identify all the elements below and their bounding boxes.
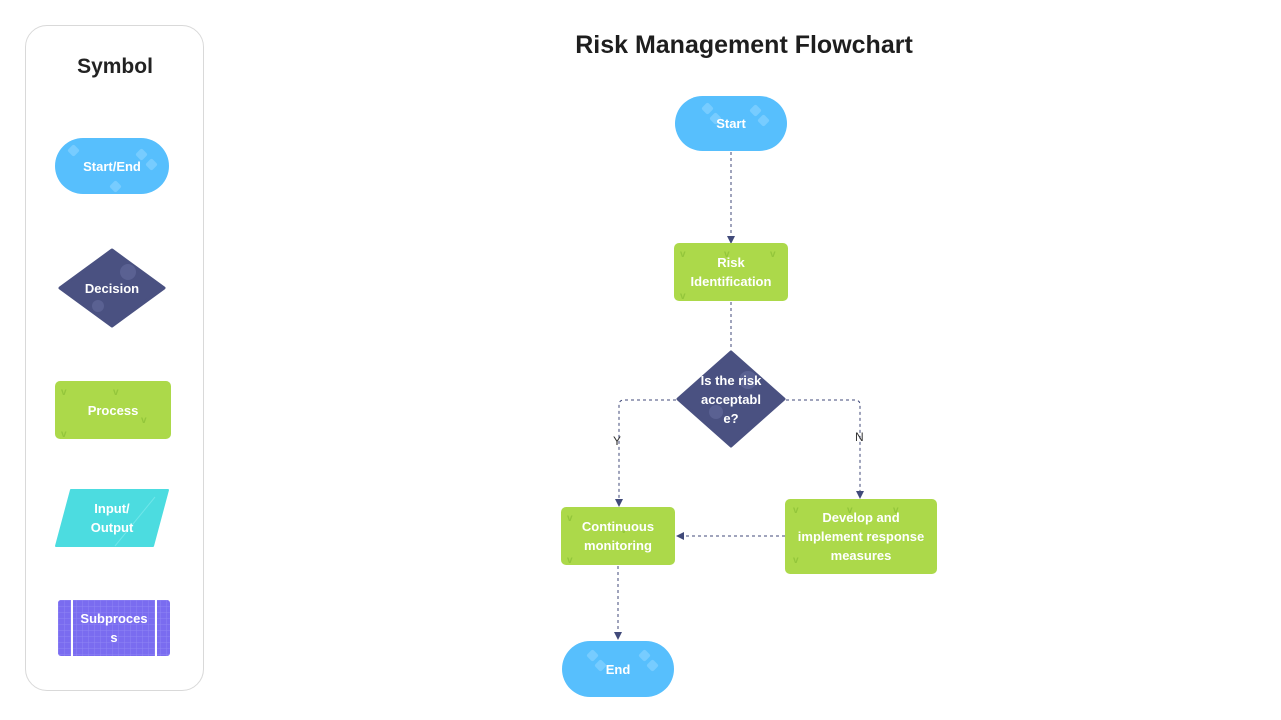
legend-decision-label: Decision (84, 280, 140, 296)
node-risk-identification-label: Risk Identification (690, 255, 772, 289)
node-end: End (562, 641, 674, 697)
legend-start-end-label: Start/End (83, 158, 141, 174)
node-start: Start (675, 96, 787, 151)
node-continuous-monitoring-label: Continuous monitoring (581, 519, 655, 553)
legend-subprocess-symbol: Subproces s (58, 600, 170, 656)
edge-decision-to-develop (786, 399, 864, 499)
legend-input-output-symbol: Input/ Output (55, 489, 169, 547)
node-decision-label: Is the risk acceptabl e? (700, 372, 762, 426)
edge-label-yes: Y (613, 434, 622, 448)
node-decision: Is the risk acceptabl e? (676, 350, 786, 448)
node-continuous-monitoring: v v v Continuous monitoring (561, 507, 675, 565)
chart-title: Risk Management Flowchart (575, 31, 913, 59)
legend-process-symbol: v v v v Process (55, 381, 171, 439)
edge-label-no: N (855, 430, 864, 444)
legend-title: Symbol (77, 55, 153, 78)
legend-panel (25, 25, 204, 691)
node-develop-measures-label: Develop and implement response measures (797, 510, 925, 563)
node-risk-identification: v v v v Risk Identification (674, 243, 788, 301)
legend-decision-symbol: Decision (58, 248, 166, 328)
legend-process-label: Process (87, 402, 139, 418)
legend-start-end-symbol: Start/End (55, 138, 169, 194)
edge-decision-to-monitoring (615, 399, 676, 507)
node-end-label: End (605, 661, 631, 677)
node-start-label: Start (716, 116, 746, 131)
legend-subprocess-label: Subproces s (80, 611, 148, 645)
legend-input-output-label: Input/ Output (90, 501, 134, 535)
node-develop-measures: v v v v v Develop and implement response… (785, 499, 937, 574)
